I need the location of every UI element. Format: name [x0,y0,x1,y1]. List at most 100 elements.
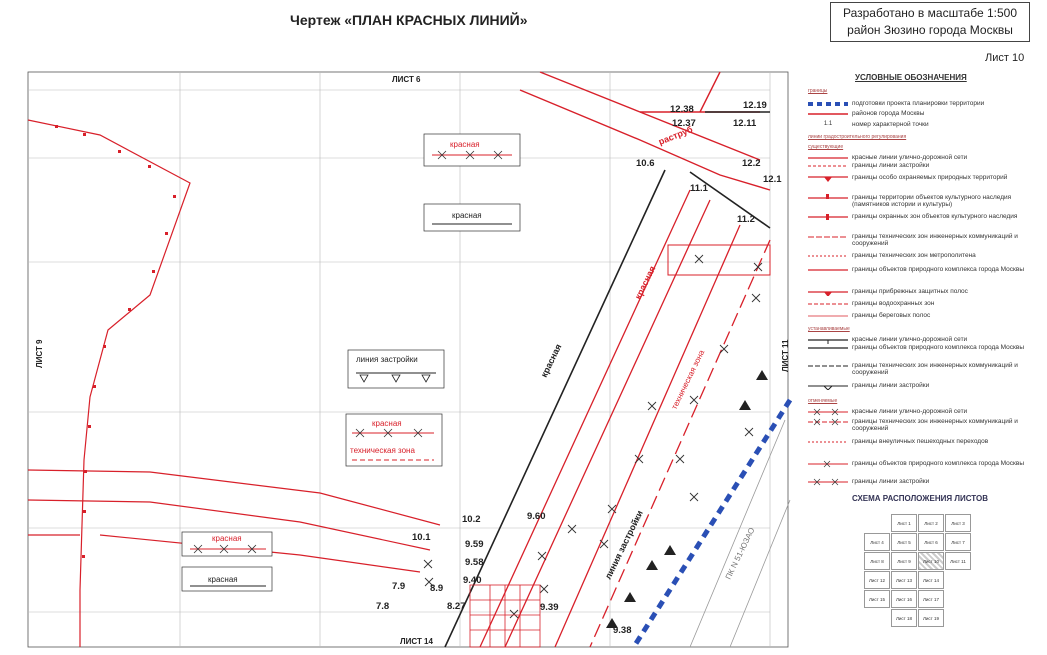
left-red-boundary [27,119,441,647]
black-diagonal [444,111,771,648]
point-12-2: 12.2 [742,158,761,169]
drawing-title: Чертеж «ПЛАН КРАСНЫХ ЛИНИЙ» [290,12,528,28]
point-12-38: 12.38 [670,104,694,115]
map-box-2: красная [423,203,521,232]
legend-row-3: номер характерной точки [852,121,929,128]
map-box-1: красная [423,133,521,167]
legend-row-5: границы линии застройки [852,162,930,169]
legend-row-1: подготовки проекта планировки территории [852,100,985,107]
red-boundary-polygon [667,244,771,276]
legend-head-existing: существующие [808,144,844,150]
schema-cell: Лист 7 [945,533,971,551]
scale-box: Разработано в масштабе 1:500 район Зюзин… [830,2,1030,42]
schema-cell: Лист 19 [918,609,944,627]
legend-row-20: границы технических зон инженерных комму… [852,418,1018,432]
legend-head-set: устанавливаемые [808,326,850,332]
point-8-9: 8.9 [430,583,443,594]
point-9-39: 9.39 [540,602,559,613]
legend-head-lines: линии градостроительного регулирования [808,134,907,140]
legend-sym-metro [808,255,848,257]
legend-sym-point: 1.1 [823,121,833,127]
legend-row-4: красные линии улично-дорожной сети [852,154,968,161]
box4-label-2: техническая зона [350,446,415,455]
legend-sym-nature [808,269,848,271]
scale-line: Разработано в масштабе 1:500 [842,6,1018,20]
schema-cell: Лист 17 [918,590,944,608]
point-9-60: 9.60 [527,511,546,522]
map-box-3: линия застройки [347,349,445,389]
box1-label: красная [450,140,480,149]
point-7-9: 7.9 [392,581,405,592]
schema-cell: Лист 11 [945,552,971,570]
legend-head-borders: границы [808,88,828,94]
box3-label: линия застройки [356,355,418,364]
legend-sym-shore [808,315,848,317]
legend-sym-cancel-red [808,408,848,416]
legend-row-9: границы технических зон инженерных комму… [852,233,1018,247]
label-krasnaya-center: красная [539,342,564,378]
label-pk: ПК N 51-ЮЗАО [724,526,757,581]
legend-sym-set-nature [808,347,848,349]
schema-cell: Лист 9 [891,552,917,570]
legend-row-14: границы береговых полос [852,312,931,319]
legend-row-18: границы линии застройки [852,382,930,389]
point-9-59: 9.59 [465,539,484,550]
schema-cell: Лист 10 [918,552,944,570]
label-krasnaya-diag: красная [633,264,658,300]
schema-cell: Лист 1 [891,514,917,532]
schema-cell: Лист 16 [891,590,917,608]
legend-sym-coast [808,291,848,296]
legend-row-21: границы внеуличных пешеходных переходов [852,438,989,445]
schema-cell: Лист 18 [891,609,917,627]
legend-row-7: границы территории объектов культурного … [852,194,1012,208]
box5-label: красная [212,534,242,543]
point-9-58: 9.58 [465,557,484,568]
sheet-ref-right: ЛИСТ 11 [781,339,790,372]
district-line: район Зюзино города Москвы [847,23,1013,37]
cross-marks [423,254,763,619]
legend-row-10: границы технических зон метрополитена [852,252,976,259]
left-ticks [55,125,176,558]
legend-row-11: границы объектов природного комплекса го… [852,266,1024,273]
point-labels: 12.38 12.37 12.19 12.11 12.2 12.1 10.6 1… [376,100,782,636]
legend-sym-heritage [808,194,848,199]
planning-boundary-blue [632,398,793,647]
schema-cell: Лист 5 [891,533,917,551]
schema-cell: Лист 3 [945,514,971,532]
sheet-number: Лист 10 [985,52,1025,64]
legend-sym-protected [808,176,848,182]
point-11-1: 11.1 [690,183,709,194]
legend-panel: УСЛОВНЫЕ ОБОЗНАЧЕНИЯ границы подготовки … [800,70,1030,645]
label-tech-zone: техническая зона [670,348,707,411]
point-12-11: 12.11 [733,118,757,129]
legend-row-16: границы объектов природного комплекса го… [852,344,1024,351]
red-lines-map[interactable]: ЛИСТ 6 ЛИСТ 9 ЛИСТ 11 ЛИСТ 14 12.38 12.3… [0,0,800,655]
triangle-marks [606,370,768,628]
map-box-6: красная [181,566,273,592]
legend-row-2: районов города Москвы [852,110,925,117]
legend-sym-red [808,157,848,159]
point-10-1: 10.1 [412,532,431,543]
legend-sym-set-red [808,339,848,344]
sheet-ref-left: ЛИСТ 9 [35,339,44,368]
legend-title: УСЛОВНЫЕ ОБОЗНАЧЕНИЯ [855,73,967,82]
legend-sym-set-build [808,385,848,390]
legend-row-8: границы охранных зон объектов культурног… [852,213,1018,220]
schema-cell: Лист 12 [864,571,890,589]
legend-sym-cancel-ped [808,441,848,443]
legend-sym-cancel-nature [808,460,848,468]
point-9-38: 9.38 [613,625,632,636]
schema-cell: Лист 8 [864,552,890,570]
schema-cell: Лист 4 [864,533,890,551]
point-10-2: 10.2 [462,514,481,525]
map-frame [27,71,789,648]
box4-label-1: красная [372,419,402,428]
legend-sym-set-tech [808,365,848,367]
schema-cell: Лист 2 [918,514,944,532]
sheet-ref-top: ЛИСТ 6 [392,75,421,84]
legend-sym-heritage-zone [808,214,848,220]
grey-lines-right [689,419,791,648]
schema-cell: Лист 14 [918,571,944,589]
map-box-4: красная техническая зона [345,413,443,467]
legend-row-6: границы особо охраняемых природных терри… [852,174,1008,181]
